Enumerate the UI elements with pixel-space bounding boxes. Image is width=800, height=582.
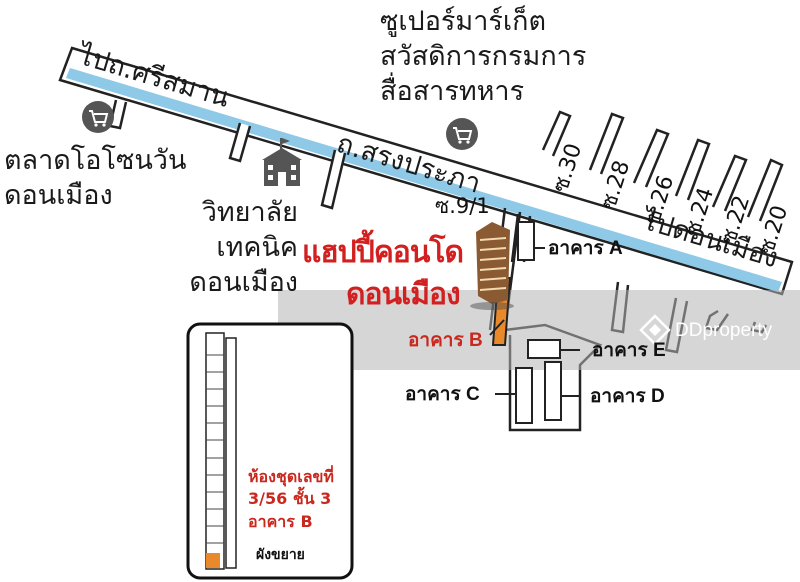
building-a-shape: [517, 221, 535, 261]
condo-tower-icon: [470, 222, 514, 310]
condo-name-line-1: แฮปปี้คอนโด: [302, 235, 464, 270]
building-c-label: อาคาร C: [405, 384, 480, 405]
unit-info-line-1: ห้องชุดเลขที่: [248, 467, 334, 486]
building-c-shape: [515, 367, 533, 424]
college-line-3: ดอนเมือง: [189, 267, 298, 299]
market-line-2: ดอนเมือง: [4, 180, 113, 212]
highlighted-unit: [206, 553, 220, 568]
market-line-1: ตลาดโอโซนวัน: [4, 145, 187, 176]
supermarket-line-2: สวัสดิการกรมการ: [380, 41, 587, 73]
ddproperty-logo-icon: [639, 314, 671, 346]
condo-name-line-2: ดอนเมือง: [346, 277, 461, 312]
inset-plan: [186, 322, 354, 580]
unit-info-line-2: 3/56 ชั้น 3: [248, 489, 332, 509]
building-e-shape: [527, 339, 561, 359]
supermarket-line-1: ซูเปอร์มาร์เก็ต: [380, 6, 546, 37]
shopping-cart-icon: [446, 118, 478, 150]
unit-info-line-3: อาคาร B: [248, 511, 313, 531]
soi-label-9-1: ซ.9/1: [435, 194, 490, 218]
supermarket-line-3: สื่อสารทหาร: [380, 76, 525, 108]
college-line-1: วิทยาลัย: [201, 197, 298, 228]
college-line-2: เทคนิค: [216, 232, 298, 264]
building-d-shape: [544, 361, 562, 421]
north-sois: [541, 110, 784, 222]
school-building-icon: [262, 138, 302, 186]
unit-info: ห้องชุดเลขที่ 3/56 ชั้น 3 อาคาร B: [248, 466, 334, 533]
building-d-label: อาคาร D: [590, 386, 665, 407]
building-a-label: อาคาร A: [548, 238, 623, 259]
market-label: ตลาดโอโซนวัน ดอนเมือง: [4, 143, 186, 213]
building-e-label: อาคาร E: [592, 340, 666, 361]
supermarket-label: ซูเปอร์มาร์เก็ต สวัสดิการกรมการ สื่อสารท…: [380, 4, 586, 109]
college-label: วิทยาลัย เทคนิค ดอนเมือง: [186, 195, 298, 300]
shopping-cart-icon: [82, 101, 114, 133]
building-b-label: อาคาร B: [408, 330, 483, 351]
watermark-text: DDproperty: [675, 320, 773, 341]
inset-caption: ผังขยาย: [256, 547, 305, 563]
